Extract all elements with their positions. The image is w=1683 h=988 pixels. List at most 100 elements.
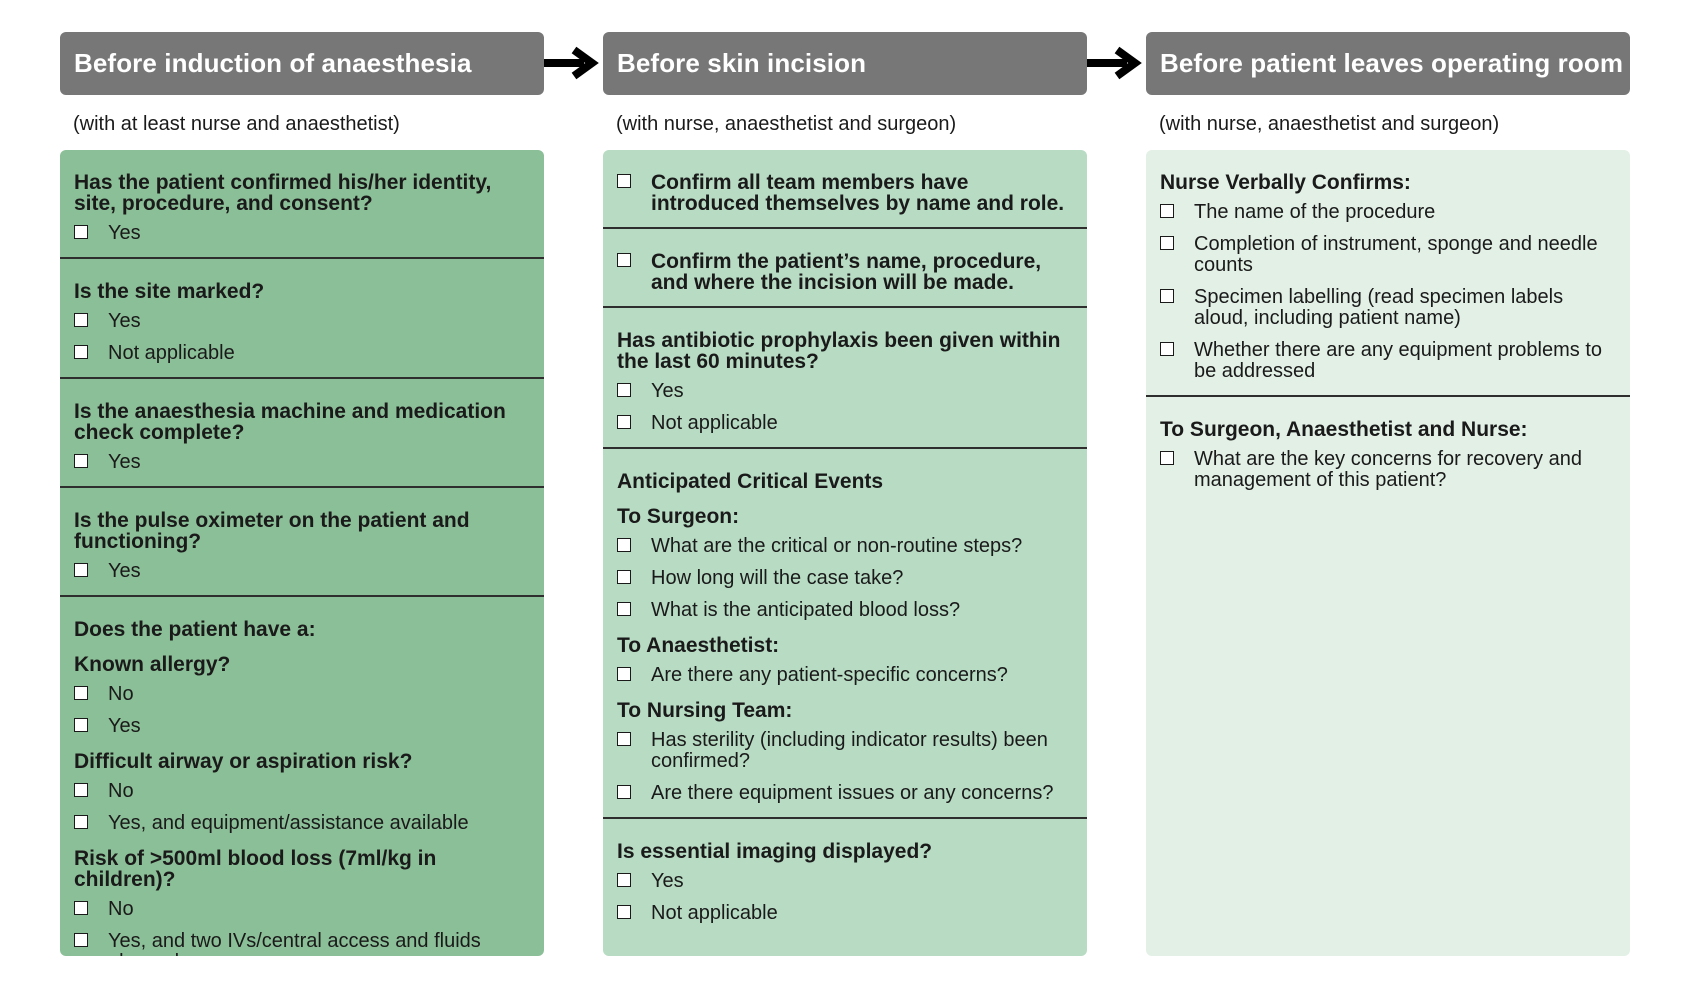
- checkbox-icon[interactable]: [617, 667, 631, 681]
- checkbox-icon[interactable]: [74, 933, 88, 947]
- option-label: Whether there are any equipment problems…: [1194, 339, 1602, 382]
- checkbox-icon[interactable]: [617, 602, 631, 616]
- checklist-item[interactable]: Yes, and two IVs/central access and flui…: [74, 931, 534, 956]
- checkbox-icon[interactable]: [617, 415, 631, 429]
- column-header: Before induction of anaesthesia: [60, 32, 544, 95]
- checkbox-icon[interactable]: [1160, 289, 1174, 303]
- right-arrow-icon: [544, 46, 599, 80]
- option-label: Yes: [651, 870, 684, 892]
- option-label: No: [108, 683, 134, 705]
- checklist-item[interactable]: Not applicable: [617, 413, 1077, 434]
- column-before-incision: Before skin incision (with nurse, anaest…: [603, 32, 1087, 956]
- checklist-item[interactable]: Has sterility (including indicator resul…: [617, 730, 1077, 772]
- option-label: Completion of instrument, sponge and nee…: [1194, 233, 1598, 276]
- right-arrow-icon: [1087, 46, 1142, 80]
- checklist-section: Does the patient have a: Known allergy? …: [60, 597, 544, 956]
- checklist-item[interactable]: Yes: [74, 452, 534, 473]
- column-header: Before skin incision: [603, 32, 1087, 95]
- option-label: Confirm the patient’s name, procedure, a…: [651, 250, 1042, 294]
- option-label: Not applicable: [651, 412, 778, 434]
- checkbox-icon[interactable]: [74, 225, 88, 239]
- checklist-item[interactable]: Completion of instrument, sponge and nee…: [1160, 234, 1620, 276]
- checklist-item[interactable]: The name of the procedure: [1160, 202, 1620, 223]
- checkbox-icon[interactable]: [74, 718, 88, 732]
- checkbox-icon[interactable]: [74, 815, 88, 829]
- option-label: What are the critical or non-routine ste…: [651, 535, 1023, 557]
- checklist-section: Is essential imaging displayed? Yes Not …: [603, 819, 1087, 937]
- question: Nurse Verbally Confirms:: [1160, 171, 1411, 194]
- checkbox-icon[interactable]: [617, 538, 631, 552]
- option-label: Yes: [108, 715, 141, 737]
- checklist-section: Has the patient confirmed his/her identi…: [60, 150, 544, 259]
- checklist-item[interactable]: Are there any patient-specific concerns?: [617, 665, 1077, 686]
- option-label: Yes: [108, 560, 141, 582]
- question: Is the anaesthesia machine and medicatio…: [74, 400, 506, 444]
- checklist-item[interactable]: No: [74, 781, 534, 802]
- checklist-item[interactable]: Are there equipment issues or any concer…: [617, 783, 1077, 804]
- option-label: Yes, and two IVs/central access and flui…: [108, 930, 481, 957]
- checkbox-icon[interactable]: [1160, 342, 1174, 356]
- checkbox-icon[interactable]: [617, 873, 631, 887]
- column-header: Before patient leaves operating room: [1146, 32, 1630, 95]
- checklist-item[interactable]: Yes: [617, 871, 1077, 892]
- question: Anticipated Critical Events: [617, 470, 884, 493]
- checkbox-icon[interactable]: [617, 785, 631, 799]
- option-label: Specimen labelling (read specimen labels…: [1194, 286, 1564, 329]
- checklist-item[interactable]: Confirm all team members have introduced…: [617, 172, 1077, 214]
- checklist-item[interactable]: What are the critical or non-routine ste…: [617, 536, 1077, 557]
- checkbox-icon[interactable]: [74, 313, 88, 327]
- checkbox-icon[interactable]: [1160, 236, 1174, 250]
- option-label: Are there equipment issues or any concer…: [651, 782, 1054, 804]
- checkbox-icon[interactable]: [617, 383, 631, 397]
- checklist-item[interactable]: Whether there are any equipment problems…: [1160, 340, 1620, 382]
- checklist-item[interactable]: How long will the case take?: [617, 568, 1077, 589]
- checklist-item[interactable]: What are the key concerns for recovery a…: [1160, 449, 1620, 491]
- checkbox-icon[interactable]: [74, 783, 88, 797]
- checklist-section: Is the site marked? Yes Not applicable: [60, 259, 544, 379]
- subsection-title: To Nursing Team:: [617, 699, 793, 722]
- checklist-item[interactable]: Yes: [74, 223, 534, 244]
- checklist-item[interactable]: Not applicable: [74, 343, 534, 364]
- column-subtitle: (with nurse, anaesthetist and surgeon): [1159, 113, 1500, 135]
- checklist-item[interactable]: No: [74, 684, 534, 705]
- option-label: No: [108, 780, 134, 802]
- option-label: Not applicable: [651, 902, 778, 924]
- checkbox-icon[interactable]: [617, 253, 631, 267]
- checklist-panel: Confirm all team members have introduced…: [603, 150, 1087, 956]
- option-label: How long will the case take?: [651, 567, 904, 589]
- checklist-item[interactable]: Yes: [617, 381, 1077, 402]
- checklist-item[interactable]: Yes, and equipment/assistance available: [74, 813, 534, 834]
- checklist-item[interactable]: No: [74, 899, 534, 920]
- subsection-title: Known allergy?: [74, 653, 231, 676]
- checkbox-icon[interactable]: [74, 686, 88, 700]
- column-subtitle: (with nurse, anaesthetist and surgeon): [616, 113, 957, 135]
- checklist-item[interactable]: Not applicable: [617, 903, 1077, 924]
- checkbox-icon[interactable]: [74, 563, 88, 577]
- checkbox-icon[interactable]: [74, 345, 88, 359]
- option-label: The name of the procedure: [1194, 201, 1436, 223]
- checklist-item[interactable]: Specimen labelling (read specimen labels…: [1160, 287, 1620, 329]
- checkbox-icon[interactable]: [617, 905, 631, 919]
- checkbox-icon[interactable]: [617, 174, 631, 188]
- checkbox-icon[interactable]: [1160, 204, 1174, 218]
- checkbox-icon[interactable]: [617, 570, 631, 584]
- checkbox-icon[interactable]: [1160, 451, 1174, 465]
- option-label: Yes: [108, 310, 141, 332]
- question: Is essential imaging displayed?: [617, 840, 933, 863]
- subsection-title: To Anaesthetist:: [617, 634, 780, 657]
- option-label: Not applicable: [108, 342, 235, 364]
- checkbox-icon[interactable]: [617, 732, 631, 746]
- checklist-section: Confirm the patient’s name, procedure, a…: [603, 229, 1087, 308]
- question: Has the patient confirmed his/her identi…: [74, 171, 492, 215]
- checklist-item[interactable]: Yes: [74, 311, 534, 332]
- checklist-section: Has antibiotic prophylaxis been given wi…: [603, 308, 1087, 449]
- checklist-panel: Has the patient confirmed his/her identi…: [60, 150, 544, 956]
- option-label: Confirm all team members have introduced…: [651, 171, 1065, 215]
- checklist-item[interactable]: Confirm the patient’s name, procedure, a…: [617, 251, 1077, 293]
- checklist-item[interactable]: Yes: [74, 716, 534, 737]
- checklist-item[interactable]: Yes: [74, 561, 534, 582]
- checkbox-icon[interactable]: [74, 454, 88, 468]
- subsection-title: Risk of >500ml blood loss (7ml/kg in chi…: [74, 847, 437, 891]
- checkbox-icon[interactable]: [74, 901, 88, 915]
- checklist-item[interactable]: What is the anticipated blood loss?: [617, 600, 1077, 621]
